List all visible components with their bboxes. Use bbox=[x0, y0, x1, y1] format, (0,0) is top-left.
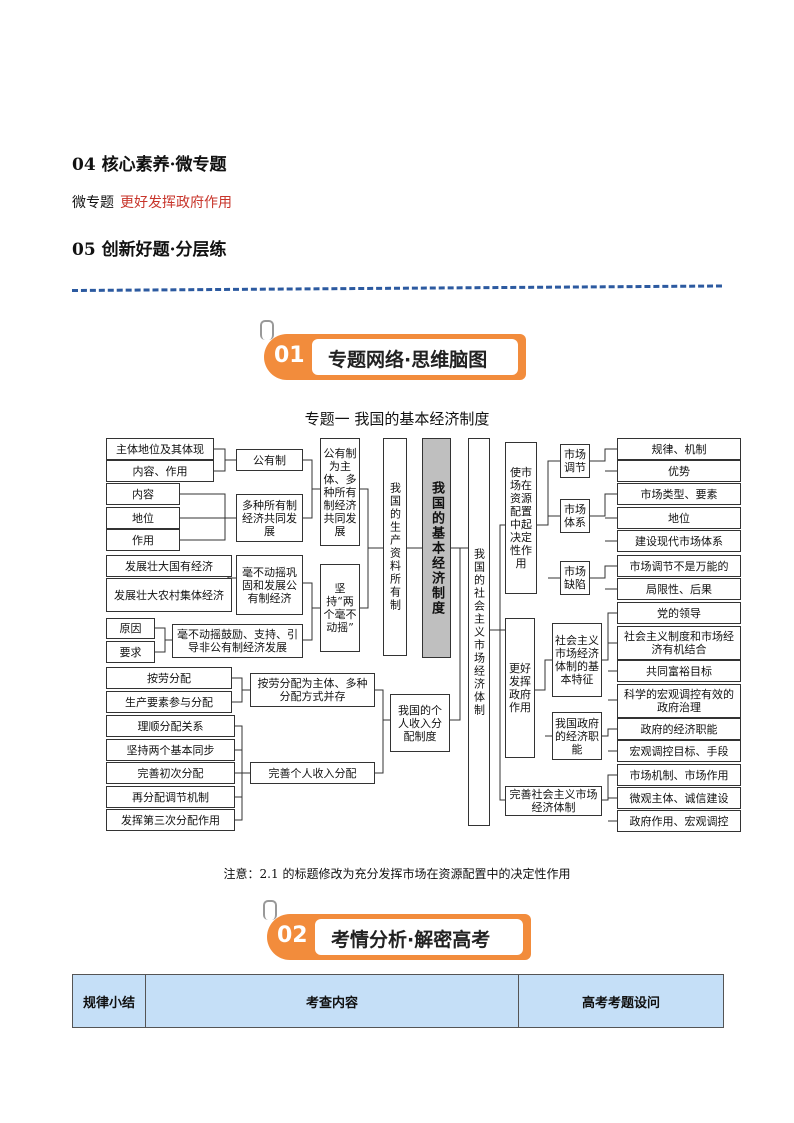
node-b4: 社会主义市场经济体制的基本特征 bbox=[552, 623, 602, 697]
node-c13: 宏观调控目标、手段 bbox=[617, 740, 741, 762]
node-c1: 规律、机制 bbox=[617, 438, 741, 460]
node-c15: 微观主体、诚信建设 bbox=[617, 787, 741, 809]
paperclip-icon bbox=[263, 900, 277, 920]
node-m2: 多种所有制经济共同发展 bbox=[236, 494, 303, 542]
banner-number: 02 bbox=[277, 923, 308, 948]
banner-number: 01 bbox=[274, 343, 305, 368]
node-l8: 原因 bbox=[106, 618, 155, 639]
banner-title: 专题网络·思维脑图 bbox=[328, 349, 488, 371]
node-a2: 更好发挥政府作用 bbox=[505, 618, 535, 758]
node-l14: 完善初次分配 bbox=[106, 762, 235, 784]
node-n2: 坚持“两个毫不动摇” bbox=[320, 564, 360, 652]
node-c5: 建设现代市场体系 bbox=[617, 530, 741, 552]
node-l5: 作用 bbox=[106, 529, 180, 551]
micro-topic-prefix: 微专题 bbox=[72, 195, 114, 211]
node-m6: 完善个人收入分配 bbox=[250, 762, 375, 784]
node-c11: 科学的宏观调控有效的政府治理 bbox=[617, 684, 741, 718]
node-c7: 局限性、后果 bbox=[617, 578, 741, 600]
node-o2: 我国的个人收入分配制度 bbox=[390, 694, 450, 752]
node-l9: 要求 bbox=[106, 641, 155, 663]
node-l13: 坚持两个基本同步 bbox=[106, 739, 235, 761]
node-m1: 公有制 bbox=[236, 449, 303, 471]
node-b3: 市场缺陷 bbox=[560, 561, 590, 595]
node-c3: 市场类型、要素 bbox=[617, 483, 741, 505]
node-c4: 地位 bbox=[617, 507, 741, 529]
node-l12: 理顺分配关系 bbox=[106, 715, 235, 737]
node-center: 我国的基本经济制度 bbox=[422, 438, 451, 658]
banner-title: 考情分析·解密高考 bbox=[331, 929, 491, 951]
node-l6: 发展壮大国有经济 bbox=[106, 555, 232, 577]
table-header-content: 考查内容 bbox=[145, 974, 519, 1028]
node-l1: 主体地位及其体现 bbox=[106, 438, 214, 460]
node-c6: 市场调节不是万能的 bbox=[617, 555, 741, 577]
node-n1: 公有制为主体、多种所有制经济共同发展 bbox=[320, 438, 360, 546]
node-b2: 市场体系 bbox=[560, 499, 590, 533]
node-c12: 政府的经济职能 bbox=[617, 718, 741, 740]
node-l10: 按劳分配 bbox=[106, 667, 232, 689]
node-r0: 我国的社会主义市场经济体制 bbox=[468, 438, 490, 826]
node-m5: 按劳分配为主体、多种分配方式并存 bbox=[250, 673, 375, 707]
note-text: 注意：2.1 的标题修改为充分发挥市场在资源配置中的决定性作用 bbox=[223, 867, 571, 881]
node-c2: 优势 bbox=[617, 460, 741, 482]
node-l16: 发挥第三次分配作用 bbox=[106, 809, 235, 831]
node-c9: 社会主义制度和市场经济有机结合 bbox=[617, 626, 741, 660]
node-c16: 政府作用、宏观调控 bbox=[617, 810, 741, 832]
node-l3: 内容 bbox=[106, 483, 180, 505]
analysis-table: 规律小结 考查内容 高考考题设问 bbox=[72, 974, 724, 1028]
section-04-heading: 04 核心素养·微专题 bbox=[72, 155, 227, 175]
node-l2: 内容、作用 bbox=[106, 460, 214, 482]
node-o1: 我国的生产资料所有制 bbox=[383, 438, 407, 656]
table-header-questions: 高考考题设问 bbox=[518, 974, 724, 1028]
node-l15: 再分配调节机制 bbox=[106, 786, 235, 808]
node-b1: 市场调节 bbox=[560, 444, 590, 478]
banner-mindmap: 01 专题网络·思维脑图 bbox=[260, 320, 526, 380]
micro-topic-title[interactable]: 更好发挥政府作用 bbox=[120, 195, 232, 211]
node-l7: 发展壮大农村集体经济 bbox=[106, 578, 232, 612]
node-a3: 完善社会主义市场经济体制 bbox=[505, 786, 602, 816]
table-header-summary: 规律小结 bbox=[72, 974, 146, 1028]
node-l4: 地位 bbox=[106, 507, 180, 529]
node-l11: 生产要素参与分配 bbox=[106, 691, 232, 713]
micro-topic-line: 微专题更好发挥政府作用 bbox=[72, 192, 232, 212]
node-c14: 市场机制、市场作用 bbox=[617, 764, 741, 786]
node-m3: 毫不动摇巩固和发展公有制经济 bbox=[236, 555, 303, 615]
node-c8: 党的领导 bbox=[617, 602, 741, 624]
mindmap-title: 专题一 我国的基本经济制度 bbox=[304, 410, 490, 428]
node-m4: 毫不动摇鼓励、支持、引导非公有制经济发展 bbox=[172, 624, 303, 658]
section-05-heading: 05 创新好题·分层练 bbox=[72, 240, 227, 260]
node-a1: 使市场在资源配置中起决定性作用 bbox=[505, 442, 537, 594]
banner-analysis: 02 考情分析·解密高考 bbox=[263, 900, 531, 960]
paperclip-icon bbox=[260, 320, 274, 340]
node-c10: 共同富裕目标 bbox=[617, 660, 741, 682]
node-b5: 我国政府的经济职能 bbox=[552, 712, 602, 760]
